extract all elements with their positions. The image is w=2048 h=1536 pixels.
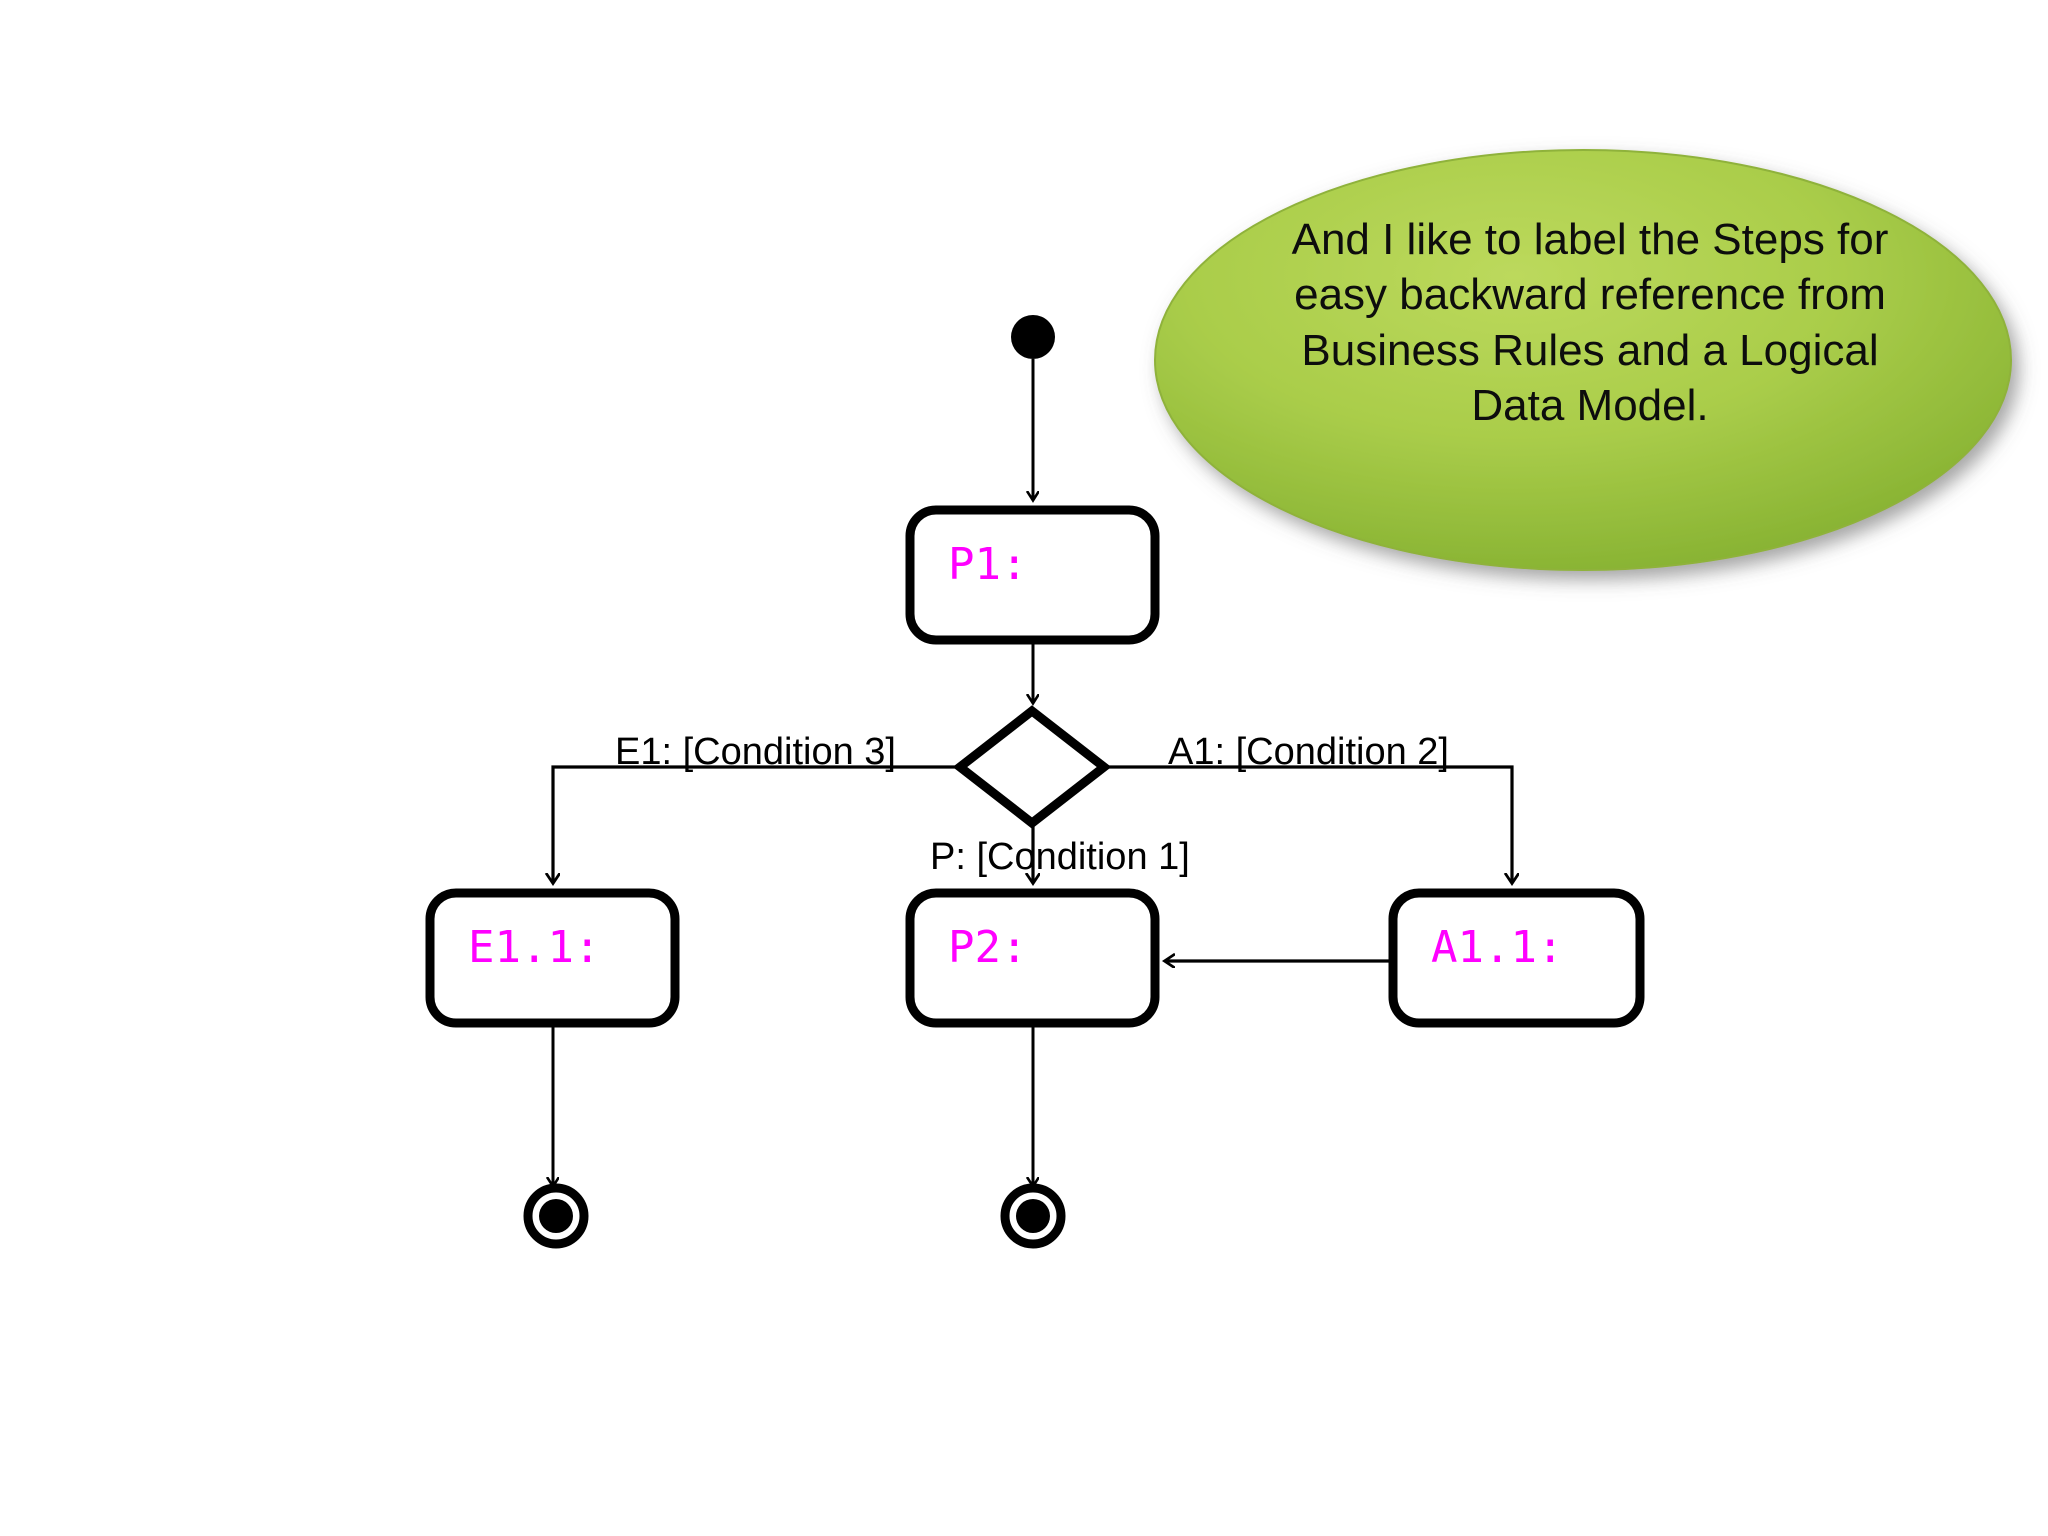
initial-node: [1011, 315, 1055, 359]
decision-node[interactable]: [952, 705, 1112, 829]
edge-decision-to-e11: [553, 765, 960, 883]
annotation-callout-text: And I like to label the Steps for easy b…: [1291, 215, 1889, 431]
activity-node-p1[interactable]: [905, 505, 1160, 645]
edge-label-p-condition1: P: [Condition 1]: [930, 836, 1190, 878]
edge-decision-to-a11: [1104, 765, 1512, 883]
activity-node-p2-label: P2:: [948, 922, 1028, 973]
edge-label-a1-condition2: A1: [Condition 2]: [1168, 731, 1449, 773]
activity-node-e11-label: E1.1:: [468, 922, 601, 973]
activity-node-a11[interactable]: [1388, 888, 1645, 1028]
activity-node-a11-label: A1.1:: [1431, 922, 1564, 973]
activity-node-p1-label: P1:: [948, 539, 1028, 590]
edge-label-e1-condition3: E1: [Condition 3]: [615, 731, 896, 773]
final-node-2: [1000, 1183, 1066, 1249]
final-node-1: [523, 1183, 589, 1249]
activity-node-p2[interactable]: [905, 888, 1160, 1028]
annotation-callout-shape: [1154, 149, 2012, 571]
